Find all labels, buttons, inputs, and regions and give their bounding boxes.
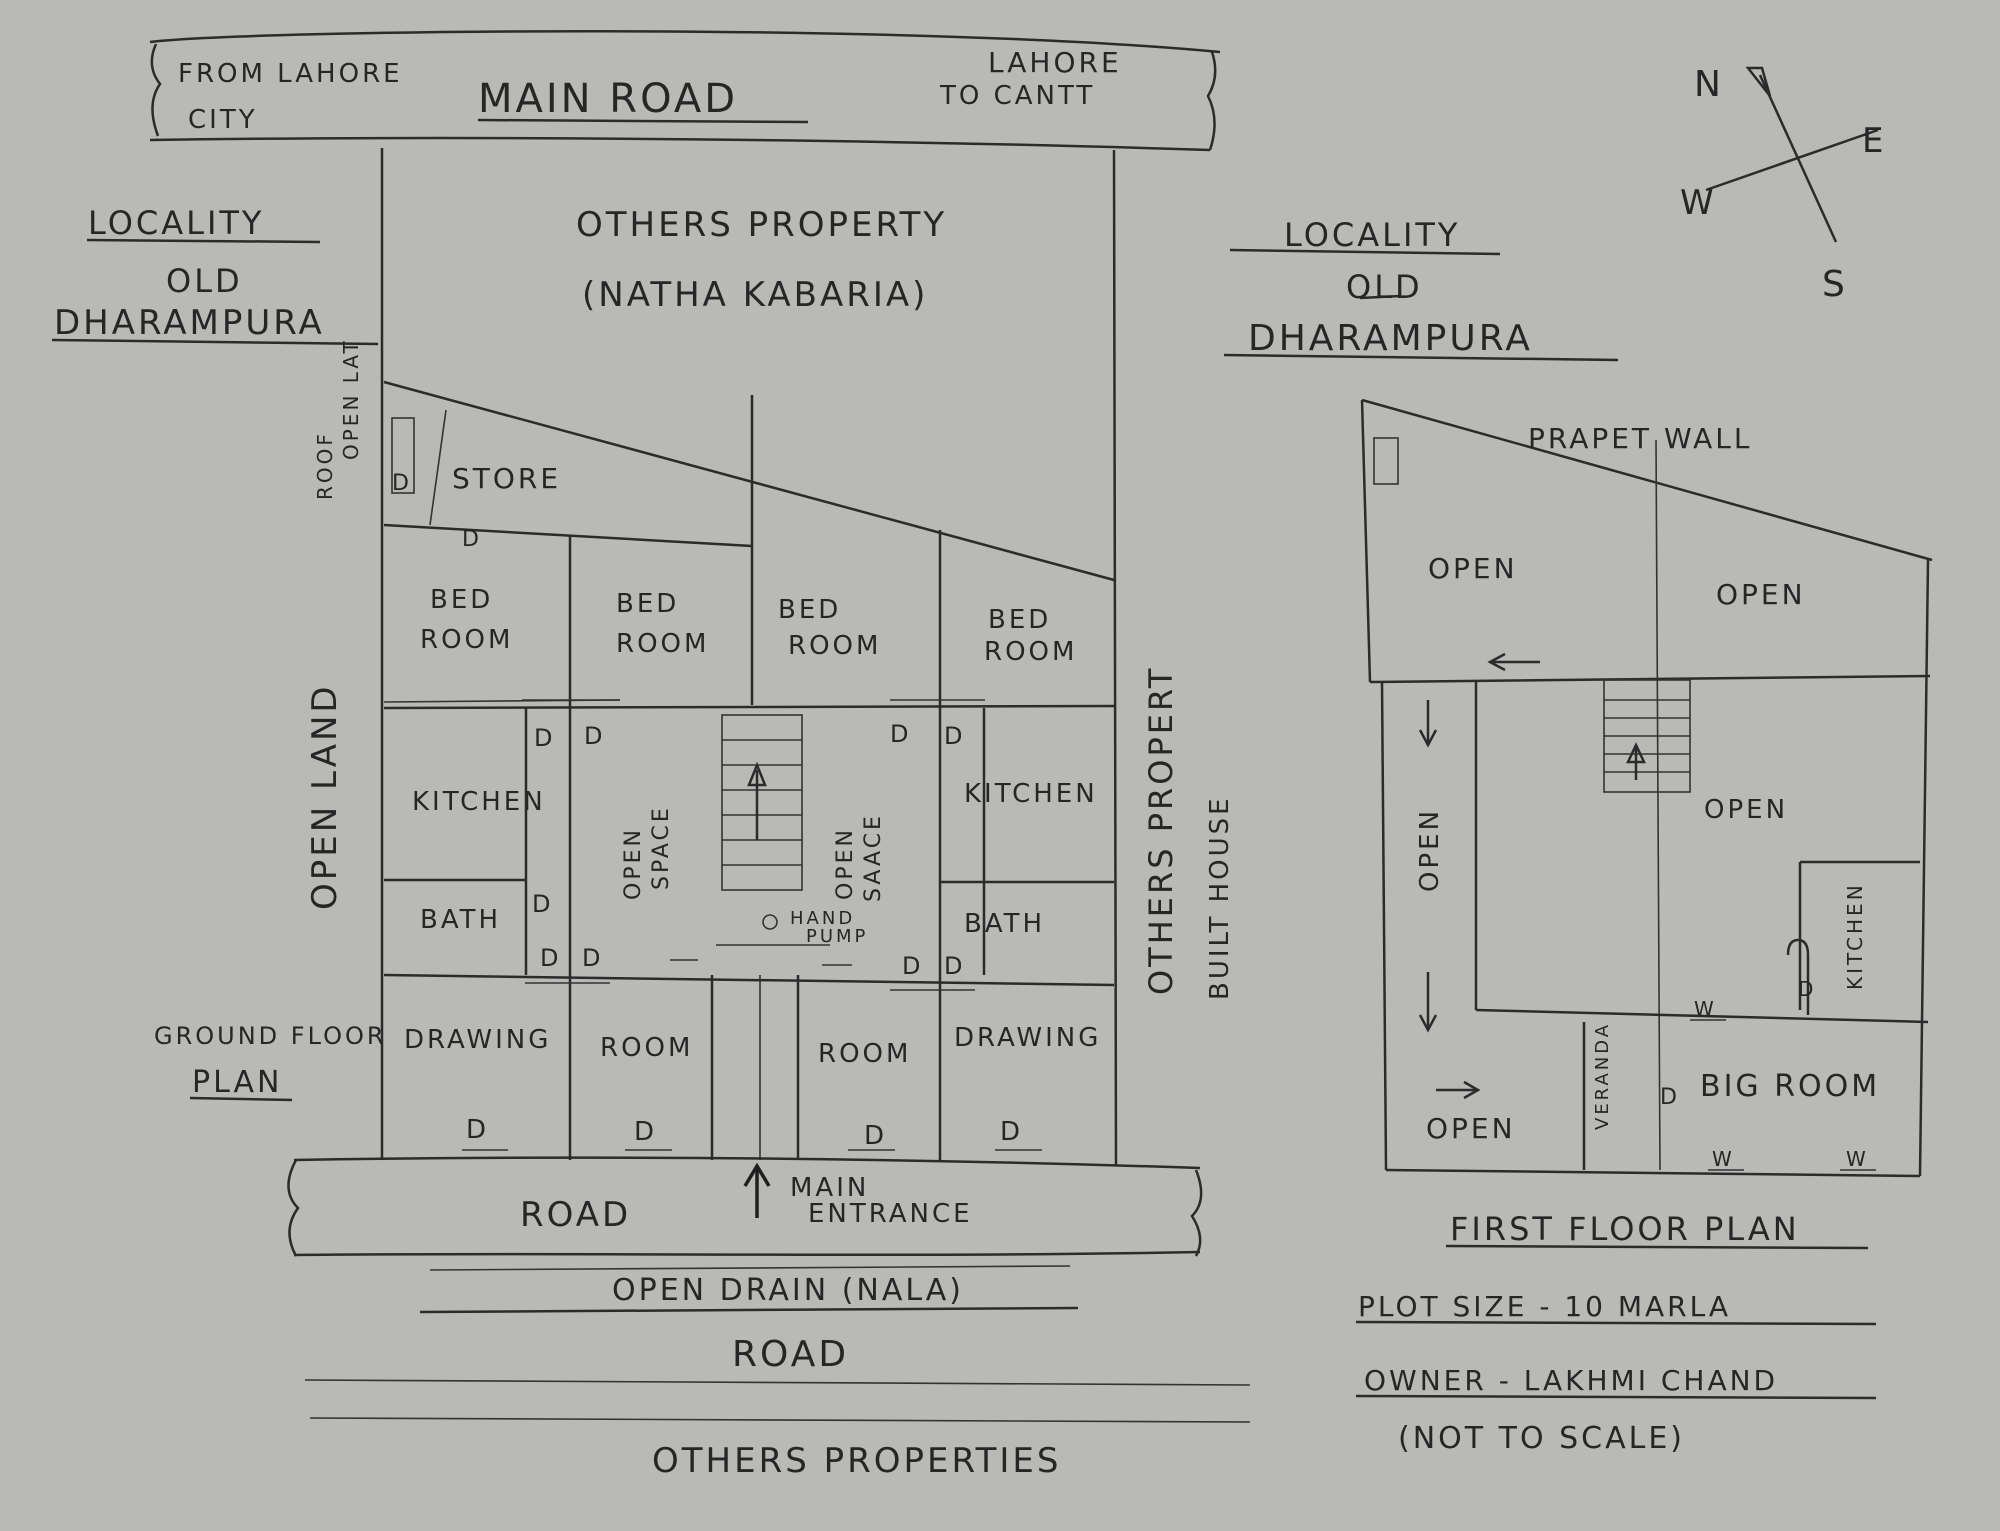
roof-label: ROOF xyxy=(313,431,337,500)
open-drain-label: OPEN DRAIN (NALA) xyxy=(612,1273,964,1308)
plan-info: PLOT SIZE - 10 MARLA OWNER - LAKHMI CHAN… xyxy=(1358,1290,1778,1456)
bedroom-2-bed: BED xyxy=(616,589,679,619)
open-space-right-2: SAACE xyxy=(861,813,886,902)
locality-left-line3: DHARAMPURA xyxy=(54,303,325,343)
bedroom-4-bed: BED xyxy=(988,605,1051,635)
first-open-3: OPEN xyxy=(1704,795,1788,825)
drawing-right: DRAWING xyxy=(954,1023,1101,1053)
hand-pump-2: PUMP xyxy=(806,926,868,947)
bedroom-3-room: ROOM xyxy=(788,631,881,661)
open-lat-label: OPEN LAT xyxy=(339,338,363,460)
open-space-right-1: OPEN xyxy=(833,827,858,900)
locality-right: LOCALITY OLD DHARAMPURA xyxy=(1248,216,1533,359)
compass-north: N xyxy=(1694,64,1724,105)
bath-right: BATH xyxy=(964,909,1045,939)
plot-size-label: PLOT SIZE - 10 MARLA xyxy=(1358,1290,1731,1323)
door-store: D xyxy=(392,471,412,496)
verandah-label: VERANDA xyxy=(1592,1022,1613,1130)
door-8: D xyxy=(902,952,923,980)
ground-floor-title-1: GROUND FLOOR xyxy=(154,1022,387,1050)
from-lahore-label: FROM LAHORE xyxy=(178,59,403,89)
compass-west: W xyxy=(1680,183,1717,223)
kitchen-left: KITCHEN xyxy=(412,787,546,817)
compass-rose: N E S W xyxy=(1680,64,1886,305)
site-labels: FROM LAHORE CITY MAIN ROAD LAHORE TO CAN… xyxy=(178,46,1235,1481)
door-1: D xyxy=(534,724,555,752)
locality-right-line3: DHARAMPURA xyxy=(1248,318,1533,359)
door-10: D xyxy=(466,1115,489,1145)
window-1: W xyxy=(1694,997,1717,1021)
window-3: W xyxy=(1846,1147,1869,1171)
first-floor-plan: PRAPET WALL OPEN OPEN OPEN OPEN OPEN KIT… xyxy=(1415,422,1880,1248)
bedroom-1-bed: BED xyxy=(430,585,493,615)
bedroom-4-room: ROOM xyxy=(984,637,1077,667)
first-open-1: OPEN xyxy=(1428,552,1518,585)
kitchen-right: KITCHEN xyxy=(964,779,1098,809)
door-store-2: D xyxy=(462,527,482,552)
door-9: D xyxy=(944,952,965,980)
first-open-5: OPEN xyxy=(1426,1112,1516,1145)
road-label-2: ROAD xyxy=(732,1334,849,1375)
store-label: STORE xyxy=(452,462,561,495)
door-11: D xyxy=(634,1117,657,1147)
door-6: D xyxy=(540,944,561,972)
locality-left: LOCALITY OLD DHARAMPURA xyxy=(54,204,325,343)
door-2: D xyxy=(584,722,605,750)
ground-floor-title-2: PLAN xyxy=(192,1065,282,1100)
first-door: D xyxy=(1660,1085,1680,1110)
open-land-label: OPEN LAND xyxy=(305,683,345,910)
others-property-owner: (NATHA KABARIA) xyxy=(582,275,928,315)
owner-label: OWNER - LAKHMI CHAND xyxy=(1364,1364,1778,1397)
parapet-wall-label: PRAPET WALL xyxy=(1528,422,1752,455)
to-lahore-label: LAHORE xyxy=(988,46,1122,79)
bedroom-2-room: ROOM xyxy=(616,629,709,659)
first-door-kitchen: D xyxy=(1798,977,1816,1001)
locality-left-line2: OLD xyxy=(166,262,243,300)
first-open-4: OPEN xyxy=(1415,808,1445,892)
big-room-label: BIG ROOM xyxy=(1700,1069,1880,1104)
locality-right-line1: LOCALITY xyxy=(1284,216,1460,254)
main-road-label: MAIN ROAD xyxy=(478,76,738,122)
bedroom-3-bed: BED xyxy=(778,595,841,625)
bath-left: BATH xyxy=(420,905,501,935)
main-entrance-label-2: ENTRANCE xyxy=(808,1199,973,1229)
open-space-left-1: OPEN xyxy=(621,827,646,900)
first-kitchen-label: KITCHEN xyxy=(1843,882,1867,990)
bedroom-1-room: ROOM xyxy=(420,625,513,655)
room-left: ROOM xyxy=(600,1033,693,1063)
ground-floor-plan: GROUND FLOOR PLAN ROOF OPEN LAT STORE BE… xyxy=(154,338,1101,1151)
door-4: D xyxy=(944,722,965,750)
door-13: D xyxy=(1000,1117,1023,1147)
room-right: ROOM xyxy=(818,1039,911,1069)
locality-left-line1: LOCALITY xyxy=(88,204,264,242)
door-7: D xyxy=(582,944,603,972)
plan-linework xyxy=(51,29,1933,1423)
others-property-top: OTHERS PROPERTY xyxy=(576,205,947,245)
scale-note-label: (NOT TO SCALE) xyxy=(1398,1421,1685,1456)
from-city-label: CITY xyxy=(188,105,258,135)
door-3: D xyxy=(890,720,911,748)
hand-pump-1: HAND xyxy=(790,908,855,929)
first-open-2: OPEN xyxy=(1716,578,1806,611)
door-5: D xyxy=(532,890,553,918)
others-properties-bottom: OTHERS PROPERTIES xyxy=(652,1441,1061,1481)
to-cantt-label: TO CANTT xyxy=(939,81,1095,111)
compass-south: S xyxy=(1822,264,1848,305)
drawing-left: DRAWING xyxy=(404,1025,551,1055)
main-entrance-label-1: MAIN xyxy=(790,1173,869,1203)
built-house-label: BUILT HOUSE xyxy=(1205,795,1235,1000)
road-label-1: ROAD xyxy=(520,1195,631,1235)
open-space-left-2: SPACE xyxy=(649,805,674,890)
compass-east: E xyxy=(1862,121,1886,161)
others-property-right: OTHERS PROPERT xyxy=(1142,666,1180,995)
window-2: W xyxy=(1712,1147,1735,1171)
door-12: D xyxy=(864,1121,887,1151)
first-floor-title: FIRST FLOOR PLAN xyxy=(1450,1210,1800,1248)
locality-right-line2: OLD xyxy=(1346,268,1423,306)
